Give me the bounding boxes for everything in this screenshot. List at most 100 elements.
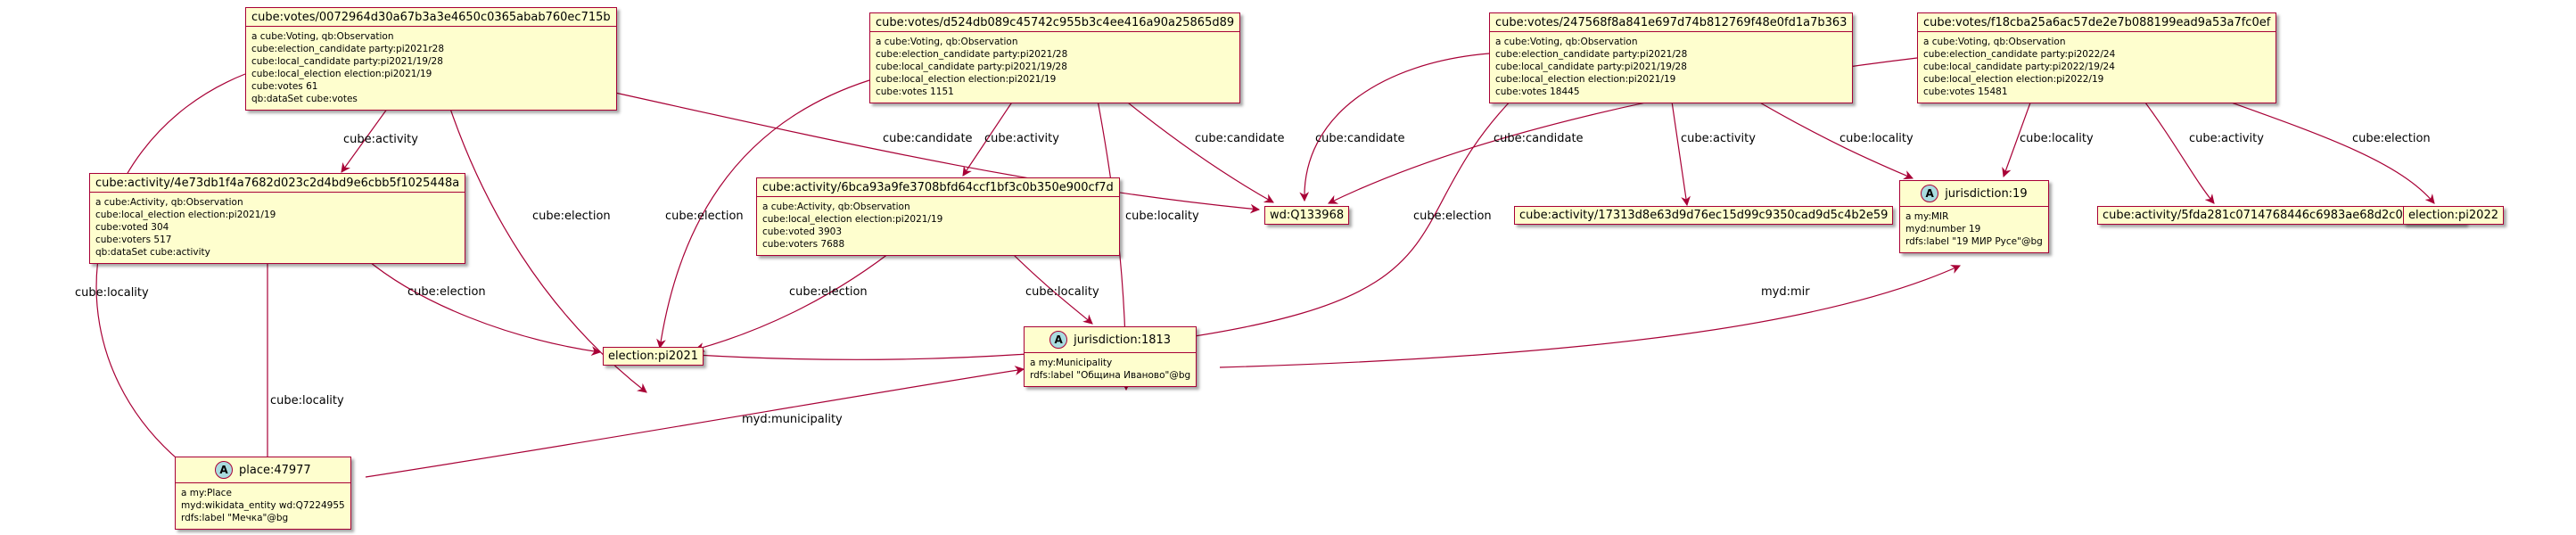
edge-label-act-b-election: cube:election <box>789 285 868 299</box>
edge-act-b-locality <box>1002 243 1093 325</box>
node-wd-q133968: wd:Q133968 <box>1264 206 1350 225</box>
node-prop: myd:number 19 <box>1905 224 1981 235</box>
node-prop: cube:voters 7688 <box>762 239 845 250</box>
edge-votes-b-election <box>656 79 870 350</box>
edge-place-municipality <box>365 366 1025 478</box>
class-badge-icon: A <box>1049 331 1068 349</box>
node-prop: a cube:Voting, qb:Observation <box>1495 37 1638 47</box>
edge-votes-c-activity <box>1670 95 1691 207</box>
node-title: jurisdiction:19 <box>1945 186 2028 201</box>
edge-label-votes-d-locality: cube:locality <box>2020 132 2094 145</box>
node-prop: rdfs:label "Община Иваново"@bg <box>1030 370 1191 381</box>
node-title: election:pi2022 <box>2408 209 2498 222</box>
node-prop: cube:election_candidate party:pi2021/28 <box>1495 49 1688 60</box>
node-prop: a cube:Activity, qb:Observation <box>95 197 243 208</box>
node-prop: rdfs:label "Мечка"@bg <box>181 513 289 523</box>
edge-label-votes-a-election: cube:election <box>532 210 611 223</box>
edge-votes-c-locality <box>1747 95 1913 180</box>
node-votes-247568f8: cube:votes/247568f8a841e697d74b812769f48… <box>1489 12 1854 103</box>
node-prop: cube:voters 517 <box>95 235 172 245</box>
node-prop: cube:votes 18445 <box>1495 86 1580 97</box>
node-activity-17313d8e: cube:activity/17313d8e63d9d76ec15d99c935… <box>1514 206 1894 225</box>
class-badge-icon: A <box>214 461 233 479</box>
node-jurisdiction-1813: A jurisdiction:1813 a my:Municipality rd… <box>1024 326 1197 387</box>
node-prop: cube:local_candidate party:pi2021/19/28 <box>1495 62 1687 72</box>
edge-label-votes-d-election: cube:election <box>2352 132 2431 145</box>
node-title: cube:votes/0072964d30a67b3a3e4650c0365ab… <box>251 11 611 24</box>
node-votes-f18cba25: cube:votes/f18cba25a6ac57de2e7b088199ead… <box>1917 12 2277 103</box>
node-prop: a my:MIR <box>1905 211 1949 222</box>
node-prop: qb:dataSet cube:activity <box>95 247 210 258</box>
edge-label-votes-a-place: cube:locality <box>75 286 149 300</box>
edge-votes-d-locality <box>2002 95 2034 178</box>
node-prop: cube:local_election election:pi2021/19 <box>876 74 1057 85</box>
node-activity-6bca93a9: cube:activity/6bca93a9fe3708bfd64ccf1bf3… <box>756 177 1120 256</box>
node-prop: cube:votes 61 <box>251 81 318 92</box>
node-title: cube:activity/17313d8e63d9d76ec15d99c935… <box>1519 209 1889 222</box>
node-prop: rdfs:label "19 МИР Русе"@bg <box>1905 236 2043 247</box>
node-prop: cube:local_candidate party:pi2021/19/28 <box>251 56 443 67</box>
node-title: cube:votes/247568f8a841e697d74b812769f48… <box>1495 16 1848 29</box>
edge-act-b-election <box>694 243 901 352</box>
node-prop: qb:dataSet cube:votes <box>251 94 358 104</box>
node-prop: cube:local_election election:pi2021/19 <box>1495 74 1676 85</box>
node-prop: cube:local_candidate party:pi2021/19/28 <box>876 62 1067 72</box>
node-prop: cube:local_candidate party:pi2022/19/24 <box>1923 62 2115 72</box>
edge-label-votes-c-locality: cube:locality <box>1839 132 1913 145</box>
node-election-pi2022: election:pi2022 <box>2403 206 2504 225</box>
node-title: cube:activity/4e73db1f4a7682d023c2d4bd9e… <box>95 177 460 190</box>
edge-votes-c-candidate <box>1299 53 1490 202</box>
node-prop: a cube:Voting, qb:Observation <box>876 37 1018 47</box>
node-title: wd:Q133968 <box>1270 209 1345 222</box>
class-badge-icon: A <box>1921 185 1939 202</box>
node-prop: cube:local_election election:pi2022/19 <box>1923 74 2104 85</box>
node-election-pi2021: election:pi2021 <box>603 347 704 366</box>
edge-label-votes-b-candidate: cube:candidate <box>1195 132 1285 145</box>
node-place-47977: A place:47977 a my:Place myd:wikidata_en… <box>175 457 351 530</box>
edge-label-votes-b-activity: cube:activity <box>984 132 1059 145</box>
edge-label-jur1813-mir: myd:mir <box>1761 285 1810 299</box>
edge-votes-b-candidate <box>1118 95 1274 203</box>
edge-label-votes-a-activity: cube:activity <box>343 133 418 146</box>
node-prop: cube:votes 1151 <box>876 86 954 97</box>
node-title: place:47977 <box>238 463 311 477</box>
edge-votes-d-election <box>2210 95 2435 204</box>
node-prop: myd:wikidata_entity wd:Q7224955 <box>181 500 345 511</box>
node-activity-4e73db1f: cube:activity/4e73db1f4a7682d023c2d4bd9e… <box>89 173 466 264</box>
node-title: election:pi2021 <box>608 350 698 363</box>
edge-label-votes-b-locality: cube:locality <box>1125 210 1199 223</box>
edge-label-votes-b-election: cube:election <box>665 210 744 223</box>
node-votes-0072964d: cube:votes/0072964d30a67b3a3e4650c0365ab… <box>245 7 617 111</box>
edge-jur1813-mir <box>1219 265 1961 368</box>
edge-label-act-a-place: cube:locality <box>270 394 344 407</box>
node-prop: a cube:Voting, qb:Observation <box>1923 37 2066 47</box>
edge-label-votes-d-candidate: cube:candidate <box>1494 132 1584 145</box>
node-votes-d524db08: cube:votes/d524db089c45742c955b3c4ee416a… <box>869 12 1241 103</box>
edge-act-a-election <box>365 258 602 356</box>
node-prop: cube:local_election election:pi2021/19 <box>762 214 943 225</box>
node-prop: cube:election_candidate party:pi2021r28 <box>251 44 445 54</box>
edge-votes-a-place <box>95 73 246 487</box>
edge-votes-a-candidate <box>570 82 1261 214</box>
edge-votes-b-activity <box>962 95 1017 177</box>
node-activity-5fda281c: cube:activity/5fda281c0714768446c6983ae6… <box>2097 206 2466 225</box>
edge-label-votes-c-activity: cube:activity <box>1681 132 1756 145</box>
node-prop: cube:voted 3903 <box>762 226 843 237</box>
edge-label-act-a-election: cube:election <box>407 285 486 299</box>
node-prop: cube:election_candidate party:pi2022/24 <box>1923 49 2116 60</box>
node-prop: cube:local_election election:pi2021/19 <box>251 69 432 79</box>
node-prop: a my:Place <box>181 488 232 498</box>
node-prop: a cube:Activity, qb:Observation <box>762 202 910 212</box>
node-prop: a my:Municipality <box>1030 358 1113 368</box>
node-title: cube:activity/5fda281c0714768446c6983ae6… <box>2103 209 2461 222</box>
node-title: cube:activity/6bca93a9fe3708bfd64ccf1bf3… <box>762 181 1114 194</box>
node-prop: a cube:Voting, qb:Observation <box>251 31 394 42</box>
node-prop: cube:election_candidate party:pi2021/28 <box>876 49 1068 60</box>
edge-label-votes-c-candidate: cube:candidate <box>1315 132 1405 145</box>
node-title: cube:votes/d524db089c45742c955b3c4ee416a… <box>876 16 1235 29</box>
node-jurisdiction-19: A jurisdiction:19 a my:MIR myd:number 19… <box>1899 180 2049 253</box>
edge-label-votes-c-election: cube:election <box>1413 210 1492 223</box>
edge-label-votes-a-candidate: cube:candidate <box>883 132 973 145</box>
node-prop: cube:voted 304 <box>95 222 169 233</box>
edge-label-votes-d-activity: cube:activity <box>2189 132 2264 145</box>
